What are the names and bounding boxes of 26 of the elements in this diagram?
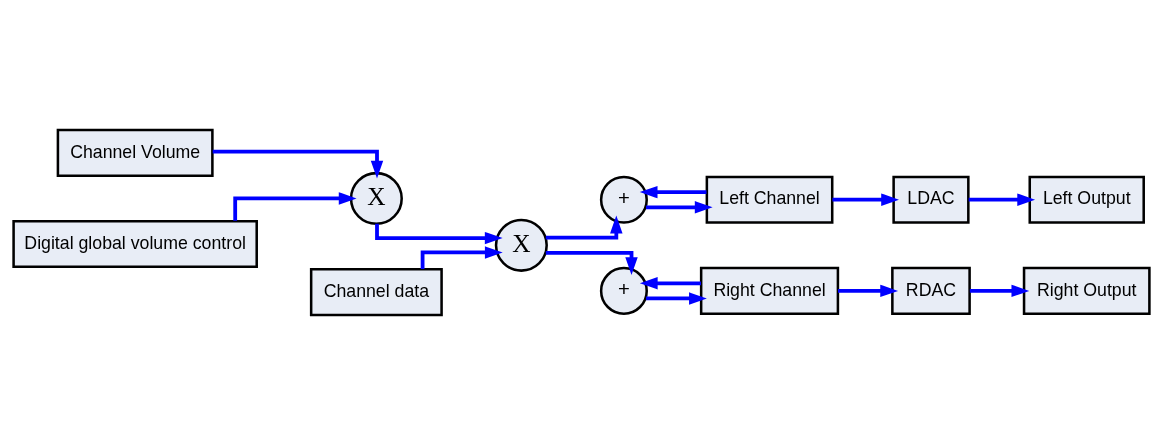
node-box: Right Channel [699,266,840,315]
arrow [545,250,638,275]
node-circle: + [599,175,648,224]
arrow [969,284,1030,297]
arrow [968,193,1036,206]
node-box: RDAC [891,266,971,315]
node-box: Right Output [1022,266,1151,315]
node-box: Left Channel [705,175,834,224]
arrow [639,276,701,289]
arrow [375,223,503,244]
arrow [545,215,623,240]
node-box: LDAC [892,175,970,224]
arrow [420,245,503,269]
node-box: Channel data [309,267,443,316]
node-circle: X [349,171,403,225]
arrow [212,149,384,179]
node-circle: X [494,218,548,272]
node-box: Left Output [1028,175,1145,224]
arrow [646,200,713,214]
arrow [646,291,707,305]
arrow [832,193,899,206]
node-box: Channel Volume [56,128,214,177]
arrow [838,284,899,297]
node-box: Digital global volume control [12,219,258,268]
arrow [639,185,707,198]
node-circle: + [599,266,648,315]
